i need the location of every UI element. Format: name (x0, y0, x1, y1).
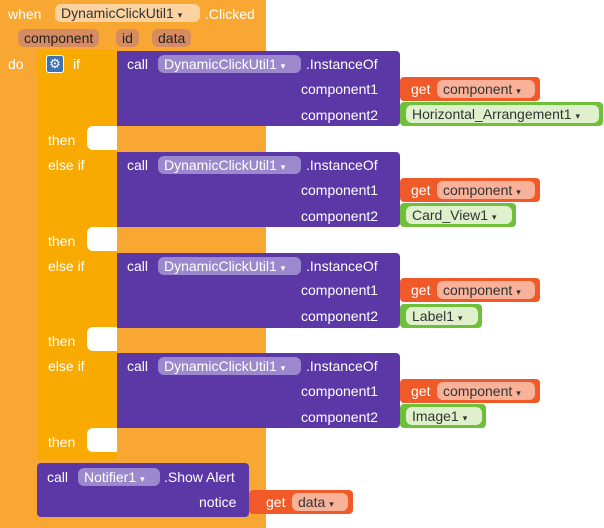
arg1-label-4: component1 (301, 383, 379, 399)
event-do-label: do (8, 56, 24, 72)
param-data[interactable]: data (152, 29, 192, 47)
chevron-down-icon: ▾ (516, 86, 521, 96)
chevron-down-icon: ▾ (575, 111, 581, 121)
arg1-label-2: component1 (301, 182, 379, 198)
then-slot-3[interactable] (87, 327, 117, 351)
call-method-1: .InstanceOf (306, 56, 378, 72)
get-var-label-3: component (443, 282, 513, 298)
component-dropdown-3[interactable]: Label1▾ (406, 307, 478, 325)
get-var-dropdown-4[interactable]: component▾ (437, 382, 535, 400)
notifier-get-label: get (266, 494, 286, 510)
chevron-down-icon: ▾ (280, 363, 286, 373)
chevron-down-icon: ▾ (280, 61, 286, 71)
event-component-dropdown[interactable]: DynamicClickUtil1▾ (55, 4, 200, 22)
notifier-arg-label: notice (199, 494, 237, 510)
component-label-2: Card_View1 (412, 207, 489, 223)
call-component-dropdown-2[interactable]: DynamicClickUtil1▾ (158, 156, 301, 174)
chevron-down-icon: ▾ (458, 313, 463, 323)
chevron-down-icon: ▾ (280, 263, 286, 273)
then-label-3: then (48, 333, 76, 349)
get-label-3: get (411, 282, 431, 298)
call-component-label-3: DynamicClickUtil1 (164, 258, 277, 274)
chevron-down-icon: ▾ (516, 388, 521, 398)
elseif-label-1: else if (48, 157, 85, 173)
elseif-label-2: else if (48, 258, 85, 274)
call-component-label-4: DynamicClickUtil1 (164, 358, 277, 374)
call-component-label-2: DynamicClickUtil1 (164, 157, 277, 173)
chevron-down-icon: ▾ (462, 413, 468, 423)
then-label-1: then (48, 132, 76, 148)
gear-icon[interactable]: ⚙ (46, 55, 64, 73)
if-label: if (73, 56, 80, 72)
arg2-label-2: component2 (301, 208, 379, 224)
notifier-get-var-label: data (298, 494, 326, 510)
component-label-3: Label1 (412, 308, 455, 324)
chevron-down-icon: ▾ (329, 499, 334, 509)
then-slot-1[interactable] (87, 126, 117, 150)
param-id[interactable]: id (116, 29, 139, 47)
arg1-label-3: component1 (301, 282, 379, 298)
call-label-4: call (127, 358, 149, 374)
get-var-dropdown-2[interactable]: component▾ (437, 181, 535, 199)
notifier-component-label: Notifier1 (84, 469, 137, 485)
call-component-dropdown-1[interactable]: DynamicClickUtil1▾ (158, 55, 301, 73)
arg2-label-1: component2 (301, 107, 379, 123)
get-var-label-4: component (443, 383, 513, 399)
then-slot-2[interactable] (87, 227, 117, 251)
call-label-1: call (127, 56, 149, 72)
arg2-label-3: component2 (301, 308, 379, 324)
call-method-4: .InstanceOf (306, 358, 378, 374)
get-var-label-1: component (443, 81, 513, 97)
then-label-2: then (48, 233, 76, 249)
component-dropdown-2[interactable]: Card_View1▾ (406, 206, 512, 224)
get-var-dropdown-1[interactable]: component▾ (437, 80, 535, 98)
call-label-3: call (127, 258, 149, 274)
component-label-4: Image1 (412, 408, 459, 424)
then-slot-4[interactable] (87, 428, 117, 452)
get-label-2: get (411, 182, 431, 198)
chevron-down-icon: ▾ (280, 162, 286, 172)
call-component-dropdown-4[interactable]: DynamicClickUtil1▾ (158, 357, 301, 375)
component-dropdown-1[interactable]: Horizontal_Arrangement1▾ (406, 105, 599, 123)
chevron-down-icon: ▾ (177, 10, 183, 20)
event-when-label: when (8, 6, 42, 22)
call-method-3: .InstanceOf (306, 258, 378, 274)
component-dropdown-4[interactable]: Image1▾ (406, 407, 482, 425)
notifier-component-dropdown[interactable]: Notifier1▾ (78, 468, 160, 486)
chevron-down-icon: ▾ (516, 287, 521, 297)
call-component-dropdown-3[interactable]: DynamicClickUtil1▾ (158, 257, 301, 275)
chevron-down-icon: ▾ (140, 474, 145, 484)
call-component-label-1: DynamicClickUtil1 (164, 56, 277, 72)
get-var-dropdown-3[interactable]: component▾ (437, 281, 535, 299)
get-label-1: get (411, 81, 431, 97)
arg1-label-1: component1 (301, 81, 379, 97)
elseif-label-3: else if (48, 358, 85, 374)
notifier-method-label: .Show Alert (164, 469, 235, 485)
call-method-2: .InstanceOf (306, 157, 378, 173)
then-label-4: then (48, 434, 76, 450)
if-block[interactable] (37, 50, 117, 460)
event-component-label: DynamicClickUtil1 (61, 5, 174, 21)
notifier-call-label: call (47, 469, 69, 485)
event-name-label: .Clicked (205, 6, 255, 22)
notifier-get-var-dropdown[interactable]: data▾ (292, 493, 348, 511)
get-var-label-2: component (443, 182, 513, 198)
chevron-down-icon: ▾ (492, 212, 497, 222)
component-label-1: Horizontal_Arrangement1 (412, 106, 572, 122)
call-label-2: call (127, 157, 149, 173)
chevron-down-icon: ▾ (516, 187, 521, 197)
param-component[interactable]: component (18, 29, 100, 47)
arg2-label-4: component2 (301, 409, 379, 425)
get-label-4: get (411, 383, 431, 399)
